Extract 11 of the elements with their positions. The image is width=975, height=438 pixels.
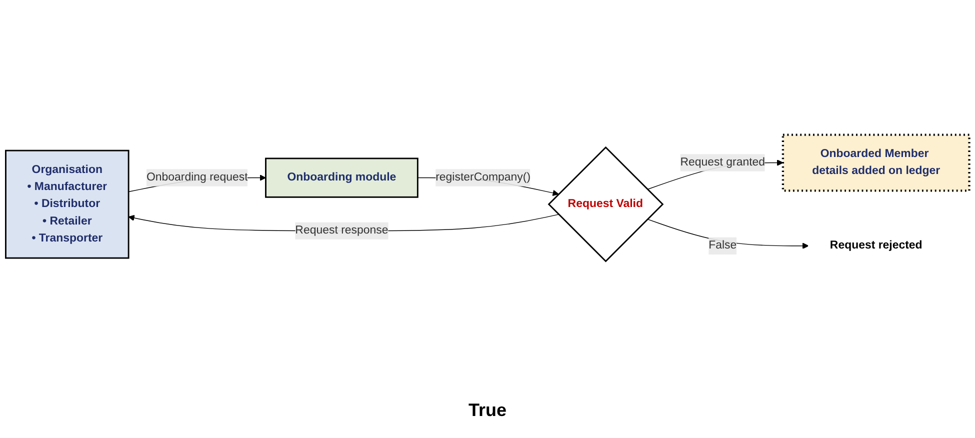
- node-text: Request rejected: [830, 239, 922, 252]
- node-box: Onboarded Member details added on ledger: [782, 134, 970, 192]
- edge-label: False: [708, 239, 737, 252]
- node-box: Onboarding module: [265, 158, 418, 198]
- edge-label: Request granted: [680, 156, 766, 168]
- edge-label: Request response: [295, 224, 388, 237]
- edge-label: Onboarding request: [146, 171, 248, 184]
- node-diamond: Request Valid: [548, 146, 664, 262]
- edge-label: registerCompany(): [436, 171, 531, 184]
- node-box: Organisation • Manufacturer • Distributor • Retailer • Transporter: [5, 150, 130, 259]
- branch-label: True: [468, 400, 506, 420]
